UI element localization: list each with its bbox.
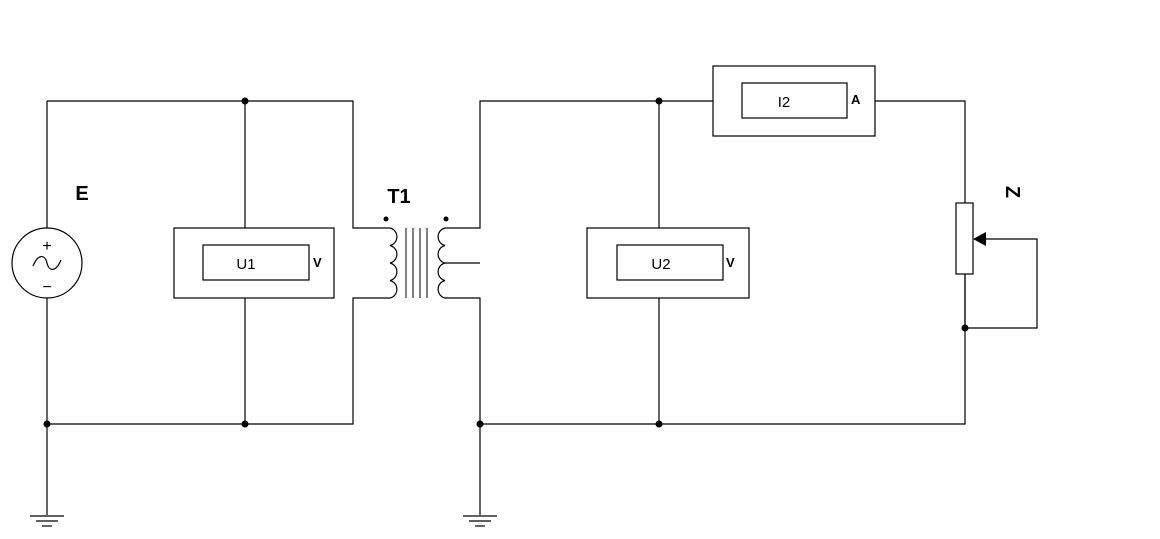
transformer-label: T1 <box>387 186 410 208</box>
variable-load: Z <box>955 186 1038 329</box>
polarity-dot <box>443 216 449 222</box>
voltmeter-u1-label: U1 <box>236 256 255 273</box>
junction-dot <box>655 97 663 105</box>
ammeter-i2: I2 A <box>712 65 876 137</box>
ammeter-i2-unit: A <box>851 92 861 107</box>
ammeter-to-load-wire <box>875 100 966 203</box>
load-label: Z <box>1001 186 1023 198</box>
ammeter-i2-label: I2 <box>778 94 791 111</box>
primary-top-wire <box>47 100 390 229</box>
meter-display <box>741 82 848 119</box>
voltmeter-u2: U2 V <box>586 227 750 299</box>
junction-dot <box>241 97 249 105</box>
primary-wiring <box>46 100 390 515</box>
voltmeter-u1-unit: V <box>313 255 322 270</box>
voltmeter-u1: U1 V <box>173 227 335 299</box>
secondary-wiring <box>445 100 966 515</box>
source-plus-sign: + <box>42 238 51 255</box>
sine-wave-icon <box>32 256 62 270</box>
secondary-bottom-lead <box>445 297 481 515</box>
junction-dot <box>43 420 51 428</box>
voltmeter-u2-label: U2 <box>651 256 670 273</box>
meter-display <box>202 244 310 281</box>
junction-dot <box>241 420 249 428</box>
transformer: T1 <box>383 186 449 299</box>
potentiometer-icon <box>955 202 974 275</box>
ac-voltage-source: + − E <box>11 183 89 299</box>
junction-dot <box>655 420 663 428</box>
wiper-arrow-icon <box>973 232 986 246</box>
source-label: E <box>75 183 88 205</box>
ground-icon <box>30 515 64 527</box>
ground-icon <box>463 515 497 527</box>
voltmeter-u2-unit: V <box>726 255 735 270</box>
source-minus-sign: − <box>42 279 51 296</box>
meter-display <box>616 244 724 281</box>
primary-bottom-wire <box>47 297 390 425</box>
wiper-wire <box>964 238 1038 329</box>
secondary-winding-icon <box>437 227 446 299</box>
secondary-top-wire <box>445 100 713 229</box>
primary-winding-icon <box>389 227 398 299</box>
junction-dot <box>476 420 484 428</box>
polarity-dot <box>383 216 389 222</box>
